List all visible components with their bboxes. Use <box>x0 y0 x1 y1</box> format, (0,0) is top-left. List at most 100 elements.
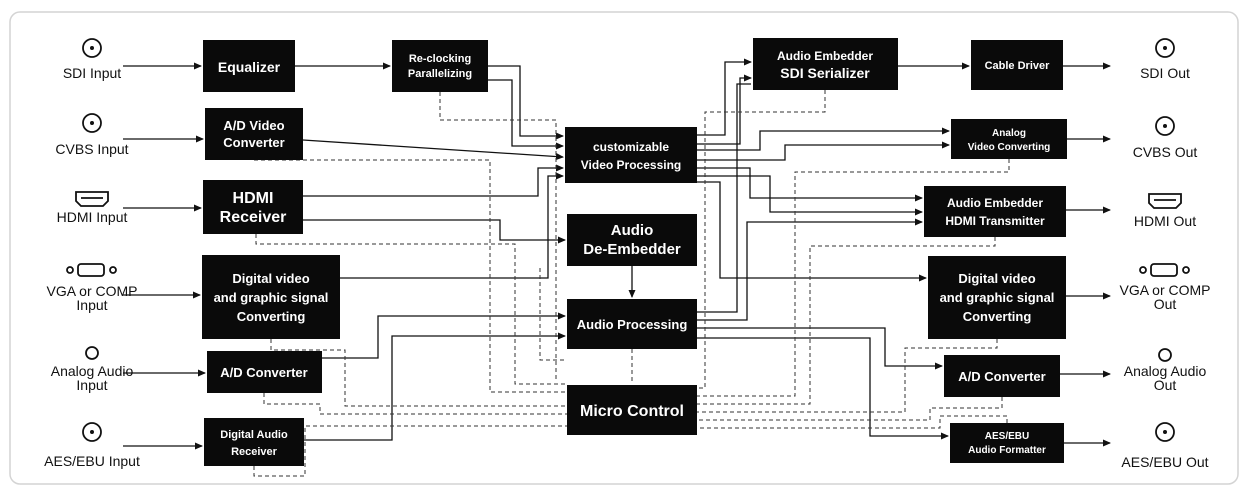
bnc-connector-icon <box>1155 38 1175 58</box>
signal-line <box>697 337 949 440</box>
equalizer-block: Equalizer <box>203 40 295 92</box>
svg-text:Parallelizing: Parallelizing <box>408 68 472 80</box>
video-processing-block: customizable Video Processing <box>565 127 697 183</box>
input-cvbs: CVBS Input <box>55 113 129 157</box>
ad-video-converter-block: A/D Video Converter <box>205 108 303 160</box>
bnc-connector-icon <box>82 113 102 133</box>
input-label: AES/EBU Input <box>44 453 140 469</box>
output-label: SDI Out <box>1140 65 1190 81</box>
analog-video-converting-block: Analog Video Converting <box>951 119 1067 159</box>
svg-text:A/D Converter: A/D Converter <box>958 369 1045 384</box>
svg-text:A/D Video: A/D Video <box>223 118 284 133</box>
input-label: Analog Audio <box>51 363 134 379</box>
hdmi-port-icon <box>1148 193 1182 209</box>
svg-text:Digital video: Digital video <box>958 271 1035 286</box>
signal-line <box>304 332 566 441</box>
ad-converter-out-block: A/D Converter <box>944 355 1060 397</box>
svg-text:HDMI Transmitter: HDMI Transmitter <box>945 214 1045 228</box>
signal-line <box>697 74 752 145</box>
svg-text:and graphic signal: and graphic signal <box>940 290 1055 305</box>
digital-video-in-block: Digital video and graphic signal Convert… <box>202 255 340 339</box>
control-line <box>439 92 557 380</box>
digital-video-out-block: Digital video and graphic signal Convert… <box>928 256 1066 339</box>
svg-text:Converting: Converting <box>963 309 1032 324</box>
cable-driver-block: Cable Driver <box>971 40 1063 90</box>
svg-text:SDI Serializer: SDI Serializer <box>780 65 870 81</box>
svg-text:HDMI: HDMI <box>233 190 274 207</box>
signal-line <box>303 164 564 197</box>
svg-text:Video Processing: Video Processing <box>581 158 681 172</box>
svg-text:AES/EBU: AES/EBU <box>985 431 1029 442</box>
signal-line <box>488 65 564 140</box>
svg-text:Digital video: Digital video <box>232 271 309 286</box>
bnc-connector-icon <box>82 422 102 442</box>
output-label: Out <box>1154 377 1177 393</box>
output-label: CVBS Out <box>1133 144 1198 160</box>
signal-line <box>303 219 566 244</box>
control-line <box>253 425 567 477</box>
output-cvbs: CVBS Out <box>1133 116 1198 160</box>
input-label: CVBS Input <box>55 141 128 157</box>
svg-text:Audio Processing: Audio Processing <box>577 317 688 332</box>
output-label: AES/EBU Out <box>1121 454 1208 470</box>
output-label: HDMI Out <box>1134 213 1196 229</box>
control-line <box>255 234 567 385</box>
svg-text:Receiver: Receiver <box>231 446 278 458</box>
bnc-connector-icon <box>82 38 102 58</box>
signal-line <box>697 83 751 313</box>
control-line <box>270 339 567 407</box>
svg-text:Audio Formatter: Audio Formatter <box>968 445 1046 456</box>
bnc-connector-icon <box>1155 422 1175 442</box>
signal-line <box>697 167 923 202</box>
output-analog-audio: Analog Audio Out <box>1124 348 1207 393</box>
audio-de-embedder-block: Audio De-Embedder <box>567 214 697 266</box>
output-label: Analog Audio <box>1124 363 1207 379</box>
control-line <box>697 397 1003 421</box>
hdmi-receiver-block: HDMI Receiver <box>203 180 303 234</box>
svg-text:Digital Audio: Digital Audio <box>220 429 288 441</box>
signal-line <box>488 79 564 150</box>
signal-line <box>697 218 923 321</box>
output-vga: VGA or COMP Out <box>1119 263 1211 312</box>
input-aes-ebu: AES/EBU Input <box>44 422 140 469</box>
signal-line <box>322 312 566 359</box>
svg-text:A/D Converter: A/D Converter <box>220 365 307 380</box>
output-label: Out <box>1154 296 1177 312</box>
svg-text:Equalizer: Equalizer <box>218 59 281 75</box>
hdmi-transmitter-block: Audio Embedder HDMI Transmitter <box>924 186 1066 237</box>
audio-processing-block: Audio Processing <box>567 299 697 349</box>
svg-text:Receiver: Receiver <box>220 209 287 226</box>
connector-lines <box>123 58 1111 477</box>
svg-text:Converting: Converting <box>237 309 306 324</box>
sdi-serializer-block: Audio Embedder SDI Serializer <box>753 38 898 90</box>
svg-text:Analog: Analog <box>992 128 1026 139</box>
svg-text:Re-clocking: Re-clocking <box>409 53 471 65</box>
output-label: VGA or COMP <box>1119 282 1210 298</box>
input-label: VGA or COMP <box>46 283 137 299</box>
reclocking-block: Re-clocking Parallelizing <box>392 40 488 92</box>
hdmi-port-icon <box>75 191 109 207</box>
audio-jack-icon <box>85 346 99 360</box>
input-label: Input <box>76 377 107 393</box>
signal-line <box>302 139 564 161</box>
ad-converter-in-block: A/D Converter <box>207 351 322 393</box>
svg-text:Micro Control: Micro Control <box>580 403 684 420</box>
input-label: SDI Input <box>63 65 121 81</box>
input-analog-audio: Analog Audio Input <box>51 346 134 393</box>
bnc-connector-icon <box>1155 116 1175 136</box>
signal-line <box>697 175 923 216</box>
control-line <box>263 393 567 415</box>
control-line <box>697 415 1008 429</box>
input-label: HDMI Input <box>57 209 128 225</box>
input-label: Input <box>76 297 107 313</box>
digital-audio-receiver-block: Digital Audio Receiver <box>204 418 304 466</box>
svg-text:De-Embedder: De-Embedder <box>583 241 681 258</box>
signal-line <box>697 58 752 136</box>
control-line <box>254 159 567 393</box>
vga-port-icon <box>1139 263 1190 277</box>
svg-text:Audio Embedder: Audio Embedder <box>947 196 1043 210</box>
svg-text:and graphic signal: and graphic signal <box>214 290 329 305</box>
input-sdi: SDI Input <box>63 38 121 81</box>
output-hdmi: HDMI Out <box>1134 193 1196 229</box>
